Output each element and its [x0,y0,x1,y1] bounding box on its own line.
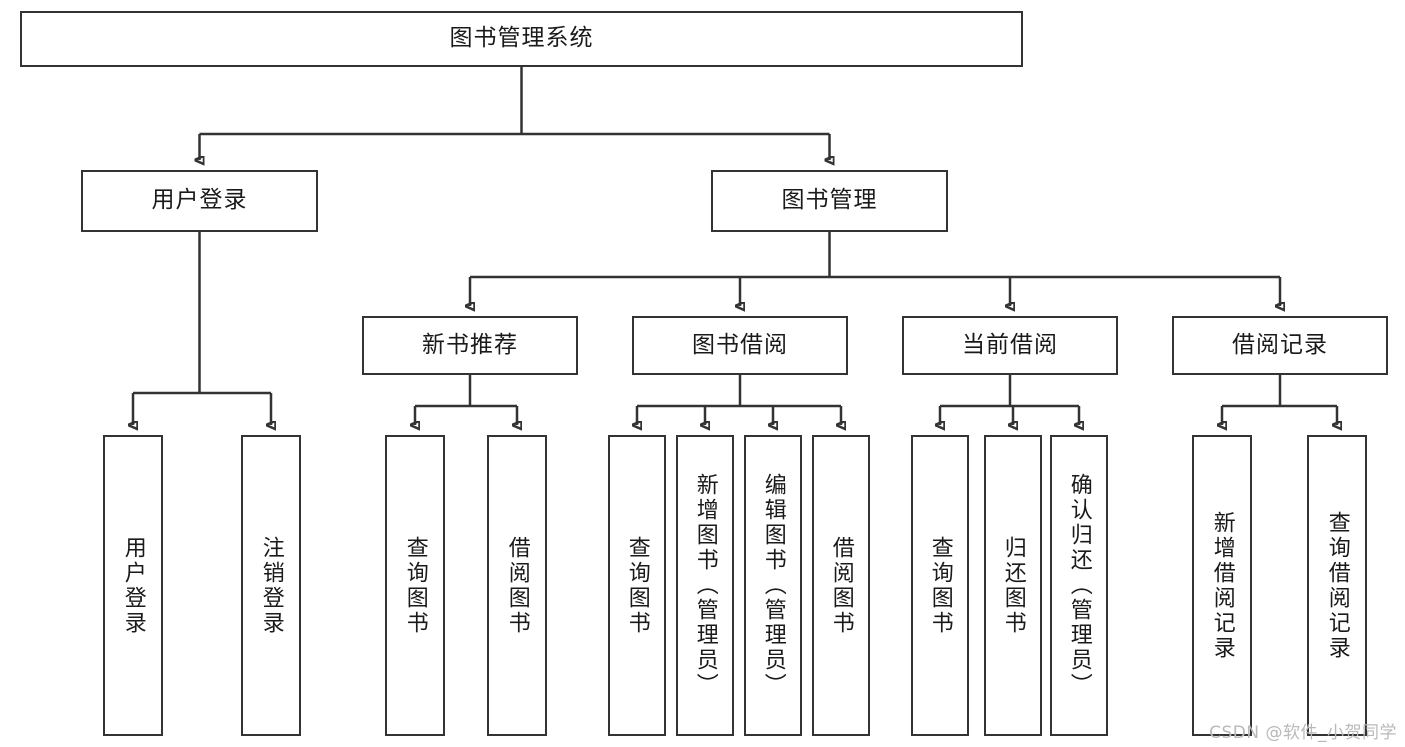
leaf-node-query-book-recommend[interactable]: 查询图书 [385,435,445,736]
leaf-node-query-book-borrow[interactable]: 查询图书 [608,435,666,736]
node-borrow-record[interactable]: 借阅记录 [1172,316,1388,375]
leaf-node-borrow-book-recommend[interactable]: 借阅图书 [487,435,547,736]
watermark-credit: CSDN @软件_小贺同学 [1209,723,1397,743]
node-user-login[interactable]: 用户登录 [81,170,318,232]
node-new-book-recommend[interactable]: 新书推荐 [362,316,578,375]
leaf-node-return-book[interactable]: 归还图书 [984,435,1042,736]
node-current-borrow[interactable]: 当前借阅 [902,316,1118,375]
node-root-system[interactable]: 图书管理系统 [20,11,1023,67]
leaf-node-add-borrow-record[interactable]: 新增借阅记录 [1192,435,1252,736]
leaf-node-query-book-current[interactable]: 查询图书 [911,435,969,736]
leaf-node-confirm-return-admin[interactable]: 确认归还（管理员） [1050,435,1108,736]
leaf-node-add-book-admin[interactable]: 新增图书（管理员） [676,435,734,736]
leaf-node-edit-book-admin[interactable]: 编辑图书（管理员） [744,435,802,736]
leaf-node-logout[interactable]: 注销登录 [241,435,301,736]
leaf-node-user-login[interactable]: 用户登录 [103,435,163,736]
leaf-node-borrow-book[interactable]: 借阅图书 [812,435,870,736]
node-book-borrow[interactable]: 图书借阅 [632,316,848,375]
leaf-node-query-borrow-record[interactable]: 查询借阅记录 [1307,435,1367,736]
node-book-manage[interactable]: 图书管理 [711,170,948,232]
